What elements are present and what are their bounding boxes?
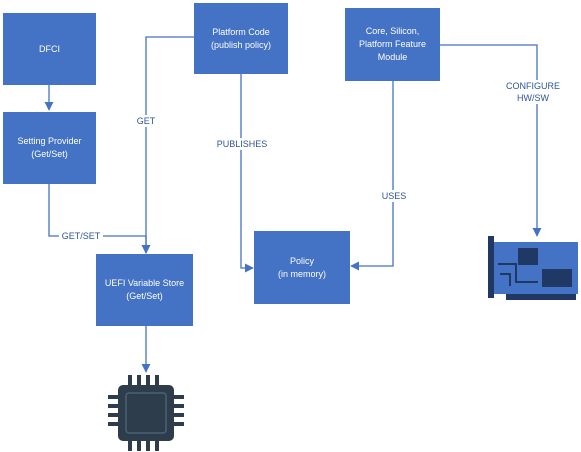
edge-label-get: GET	[134, 115, 158, 127]
core-module-label-line1: Core, Silicon,	[365, 26, 420, 36]
policy-label: Policy	[289, 255, 314, 266]
arrow-core-module-to-hardware	[440, 44, 542, 237]
core-module-box: Core, Silicon, Platform Feature Module	[345, 8, 440, 81]
uefi-variable-store-box: UEFI Variable Store (Get/Set)	[96, 254, 193, 326]
setting-provider-box: Setting Provider (Get/Set)	[3, 112, 96, 184]
platform-code-box: Platform Code (publish policy)	[194, 3, 288, 74]
policy-box: Policy (in memory)	[254, 231, 350, 304]
edge-label-configure-line2: HW/SW	[517, 93, 549, 103]
hardware-card-icon	[488, 236, 578, 300]
dfci-label: DFCI	[39, 43, 60, 54]
core-module-label-line2: Platform Feature	[358, 39, 427, 49]
arrow-core-module-to-policy	[350, 81, 394, 271]
microchip-icon	[108, 375, 184, 451]
edge-label-configure: CONFIGURE HW/SW	[505, 80, 561, 104]
setting-provider-label: Setting Provider	[17, 136, 82, 146]
policy-sublabel: (in memory)	[277, 268, 326, 279]
core-module-label-line3: Module	[377, 52, 408, 62]
dfci-box: DFCI	[3, 13, 96, 85]
arrow-setting-provider-to-uefi-store	[48, 184, 151, 254]
arrow-platform-code-to-uefi-store	[141, 36, 194, 254]
platform-code-label: Platform Code	[212, 26, 270, 37]
edge-label-configure-line1: CONFIGURE	[506, 81, 560, 91]
uefi-store-label: UEFI Variable Store	[104, 278, 185, 288]
setting-provider-sublabel: (Get/Set)	[31, 149, 68, 159]
edge-label-publishes: PUBLISHES	[216, 138, 268, 150]
uefi-store-sublabel: (Get/Set)	[126, 291, 163, 301]
edge-label-uses: USES	[380, 190, 408, 202]
arrow-platform-code-to-policy	[240, 74, 254, 273]
platform-code-sublabel: (publish policy)	[210, 39, 272, 50]
edge-label-get-set: GET/SET	[59, 230, 103, 242]
